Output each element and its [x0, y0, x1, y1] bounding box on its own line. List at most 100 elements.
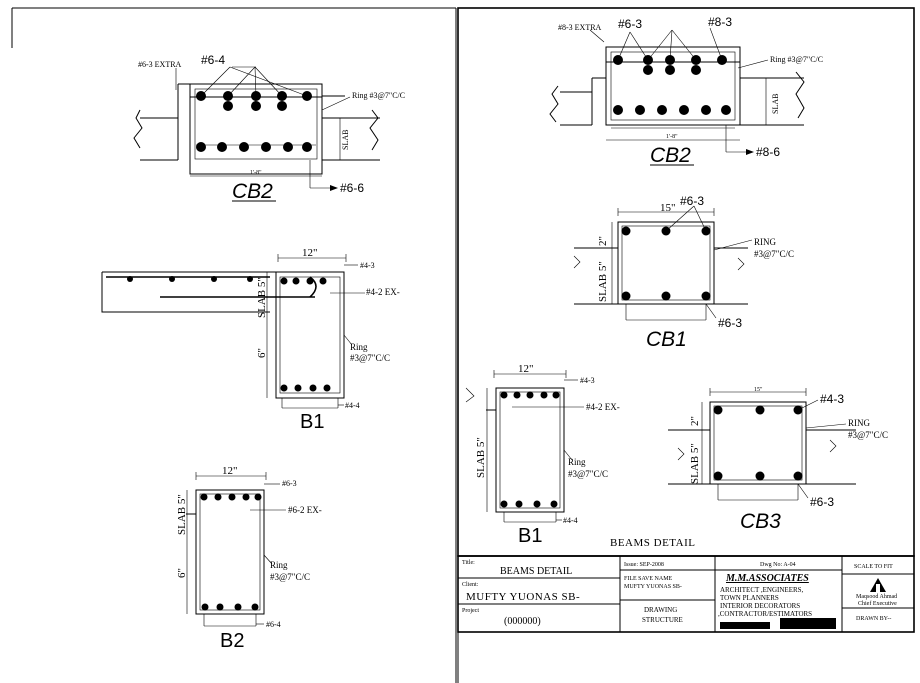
cb3-right-depth-label: 2" [689, 416, 701, 426]
cb1-right-title: CB1 [646, 328, 687, 351]
beam-cb1-right: 15" #6-3 SLAB 5" 2" RING #3@7"C/C #6-3 C… [573, 194, 794, 351]
cb3-right-top-label: #4-3 [820, 392, 844, 406]
b2-left-extra-label: #6-2 EX- [288, 505, 322, 515]
b1-right-extra-label: #4-2 EX- [586, 402, 620, 412]
b1-left-top-label: #4-3 [360, 261, 375, 270]
cb2-right-title: CB2 [650, 144, 691, 167]
drawing-type-line1: DRAWING [644, 606, 677, 614]
project-caption: Project [462, 608, 479, 614]
b2-left-depth-label: 6" [176, 568, 188, 578]
b1-left-width-dim: 12" [302, 247, 318, 259]
cb3-right-bars [713, 405, 803, 481]
drawing-number: Dwg No: A-04 [760, 562, 796, 568]
cb3-right-slab-label: SLAB 5" [689, 443, 701, 484]
project-value: (000000) [504, 616, 541, 627]
b1-left-bottom-label: #4-4 [345, 401, 360, 410]
b1-left-bottom-bars [280, 384, 331, 392]
beam-b1-left: 12" #4-3 #4-2 EX- SLAB 5" 6" Ring #3@7"C… [101, 247, 400, 433]
b1-right-ring-line1: Ring [568, 457, 586, 467]
b2-left-top-label: #6-3 [282, 479, 297, 488]
title-value: BEAMS DETAIL [500, 566, 572, 577]
file-save-caption: FILE SAVE NAME [624, 576, 673, 582]
b2-left-ring-line2: #3@7"C/C [270, 572, 310, 582]
b1-left-depth-label: 6" [256, 348, 268, 358]
beam-cb3-right: 15" #4-3 SLAB 5" 2" RING #3@7"C/C #6-3 C… [668, 387, 888, 533]
cb2-left-top-bars [196, 91, 312, 111]
b2-left-width-dim: 12" [222, 465, 238, 477]
cb2-right-extra-label: #8-3 EXTRA [558, 23, 602, 32]
client-caption: Client: [462, 582, 479, 588]
b1-right-title: B1 [518, 525, 542, 547]
cb1-right-bars [621, 226, 711, 301]
scale-note: SCALE TO FIT [854, 564, 893, 570]
cb2-left-bottom-bars [196, 142, 312, 152]
person-name: Maqsood Ahmad [856, 594, 897, 600]
b1-right-top-bars [500, 391, 560, 399]
cb2-right-ring-label: Ring #3@7"C/C [770, 55, 823, 64]
b2-left-bottom-label: #6-4 [266, 620, 281, 629]
cb2-right-top-bar-label-1: #6-3 [618, 17, 642, 31]
cb2-left-bottom-bar-label: #6-6 [340, 181, 364, 195]
b2-left-top-bars [200, 493, 262, 501]
firm-line-4: ,CONTRACTOR/ESTIMATORS [718, 610, 812, 618]
cb1-right-ring-line2: #3@7"C/C [754, 249, 794, 259]
b1-right-bottom-bars [500, 500, 558, 508]
b1-left-ring-line1: Ring [350, 342, 368, 352]
firm-line-2: TOWN PLANNERS [720, 594, 779, 602]
cb3-right-title: CB3 [740, 510, 781, 533]
redaction-bar-right [780, 618, 836, 629]
title-block: Title: BEAMS DETAIL Client: MUFTY YUONAS… [457, 555, 915, 683]
cb1-right-bottom-label: #6-3 [718, 316, 742, 330]
b1-left-ring-line2: #3@7"C/C [350, 353, 390, 363]
file-save-value: MUFTY YUONAS SB- [624, 584, 682, 590]
b1-left-extra-label: #4-2 EX- [366, 287, 400, 297]
b1-right-ring-line2: #3@7"C/C [568, 469, 608, 479]
cb3-right-width-dim: 15" [754, 387, 763, 393]
redaction-bar-left [720, 622, 770, 629]
cb3-right-ring-line2: #3@7"C/C [848, 430, 888, 440]
b1-right-slab-label: SLAB 5" [475, 437, 487, 478]
b2-left-title: B2 [220, 630, 244, 652]
firm-line-3: INTERIOR DECORATORS [720, 602, 800, 610]
cb2-right-side-dim: SLAB [771, 94, 780, 114]
beam-b1-right: 12" #4-3 #4-2 EX- SLAB 5" Ring #3@7"C/C … [465, 363, 620, 547]
sheet-title: BEAMS DETAIL [610, 537, 695, 549]
b1-left-top-bars [127, 276, 327, 285]
b1-right-bottom-label: #4-4 [563, 516, 578, 525]
cb2-left-width-dim: 1'-8" [250, 170, 262, 176]
b2-left-bottom-bars [201, 603, 259, 611]
b1-left-title: B1 [300, 411, 324, 433]
client-value: MUFTY YUONAS SB- [466, 591, 580, 603]
cb2-right-top-bar-label-2: #8-3 [708, 15, 732, 29]
firm-logo-icon [870, 578, 886, 592]
title-caption: Title: [462, 560, 475, 566]
beam-cb2-left: #6-3 EXTRA #6-4 Ring #3@7"C/C SLAB 1'-8"… [133, 53, 405, 203]
issue-date: Issue: SEP-2008 [624, 562, 664, 568]
beam-cb2-right: #8-3 EXTRA #6-3 #8-3 Ring #3@7"C/C SLAB … [549, 15, 823, 167]
b1-right-width-dim: 12" [518, 363, 534, 375]
cb2-left-side-dim: SLAB [341, 130, 350, 150]
b1-right-top-label: #4-3 [580, 376, 595, 385]
cb1-right-top-label: #6-3 [680, 194, 704, 208]
cb2-left-title: CB2 [232, 180, 273, 203]
cb2-left-top-bar-label: #6-4 [201, 53, 225, 67]
person-role: Chief Executive [858, 600, 897, 607]
beam-b2-left: 12" #6-3 #6-2 EX- SLAB 5" 6" Ring #3@7"C… [176, 465, 322, 652]
cb2-right-width-dim: 1'-8" [666, 134, 678, 140]
cb2-left-extra-label: #6-3 EXTRA [138, 60, 182, 69]
cb1-right-width-dim: 15" [660, 202, 676, 214]
drawn-by: DRAWN BY-- [856, 616, 891, 622]
b1-left-slab-label: SLAB 5" [256, 277, 268, 318]
cb3-right-bottom-label: #6-3 [810, 495, 834, 509]
cb2-right-bottom-bar-label: #8-6 [756, 145, 780, 159]
cb1-right-ring-line1: RING [754, 237, 776, 247]
drawing-type-line2: STRUCTURE [642, 616, 683, 624]
firm-line-1: ARCHITECT ,ENGINEERS, [720, 586, 804, 594]
cb2-right-bottom-bars [613, 105, 731, 115]
cb3-right-ring-line1: RING [848, 418, 870, 428]
cb1-right-depth-label: 2" [597, 236, 609, 246]
firm-name: M.M.ASSOCIATES [725, 573, 809, 584]
cb1-right-slab-label: SLAB 5" [597, 261, 609, 302]
b2-left-ring-line1: Ring [270, 560, 288, 570]
